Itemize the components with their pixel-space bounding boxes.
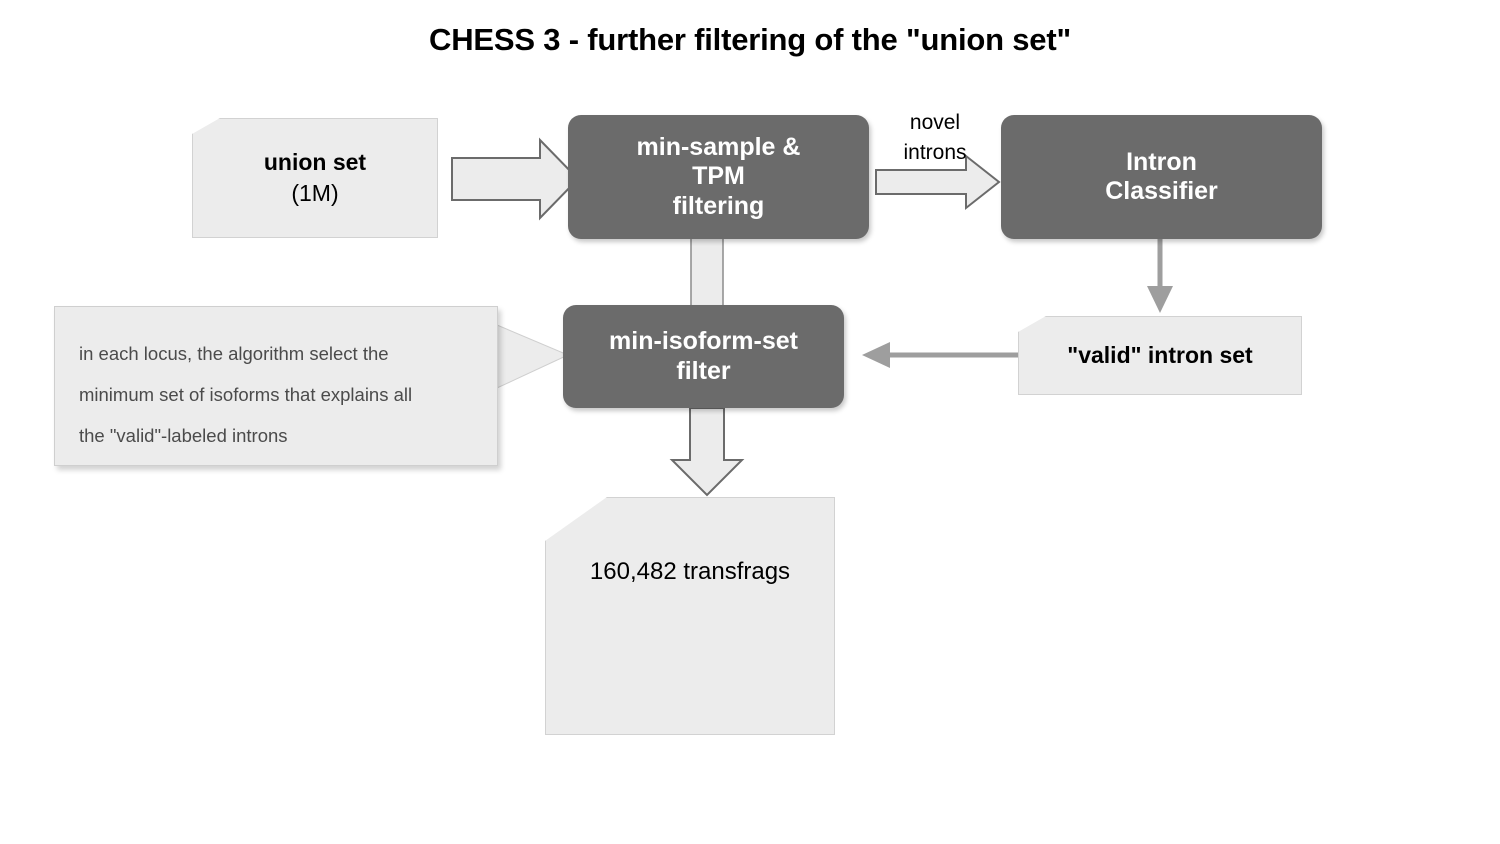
arrow-valid-to-isoform-head <box>862 342 890 368</box>
min-isoform-line1: min-isoform-set <box>609 327 798 355</box>
node-min-sample-tpm-filtering[interactable]: min-sample & TPM filtering <box>568 115 869 239</box>
union-set-label: union set <box>263 149 367 175</box>
node-transfrags-output[interactable]: 160,482 transfrags <box>545 497 835 735</box>
node-intron-classifier[interactable]: Intron Classifier <box>1001 115 1322 239</box>
valid-intron-set-label: "valid" intron set <box>1067 342 1253 368</box>
callout-line-2: minimum set of isoforms that explains al… <box>79 384 413 405</box>
min-sample-line2: TPM <box>692 162 745 191</box>
edge-label-novel-introns: novel introns <box>880 108 990 168</box>
page-title: CHESS 3 - further filtering of the "unio… <box>429 22 1071 57</box>
callout-note[interactable]: in each locus, the algorithm select the … <box>54 306 498 466</box>
transfrags-count-label: 160,482 transfrags <box>589 558 791 585</box>
novel-introns-line2: introns <box>903 141 967 164</box>
intron-classifier-line1: Intron <box>1126 147 1197 176</box>
node-union-set[interactable]: union set (1M) <box>192 118 438 238</box>
arrow-union-to-filtering <box>451 137 580 221</box>
min-sample-line3: filtering <box>672 191 765 220</box>
node-min-isoform-set-filter[interactable]: min-isoform-set filter <box>563 305 844 408</box>
min-isoform-line2: filter <box>676 356 731 385</box>
novel-introns-line1: novel <box>909 111 961 134</box>
node-valid-intron-set[interactable]: "valid" intron set <box>1018 316 1302 395</box>
connector-filtering-to-isoform <box>690 235 724 307</box>
min-sample-line1: min-sample & <box>636 132 801 161</box>
arrow-classifier-to-valid-head <box>1147 286 1173 313</box>
arrow-isoform-to-transfrags <box>669 407 745 497</box>
callout-line-1: in each locus, the algorithm select the <box>79 343 389 364</box>
intron-classifier-line2: Classifier <box>1105 177 1218 205</box>
callout-line-3: the "valid"-labeled introns <box>79 425 288 446</box>
union-set-count: (1M) <box>291 180 339 206</box>
callout-tail <box>496 324 570 389</box>
